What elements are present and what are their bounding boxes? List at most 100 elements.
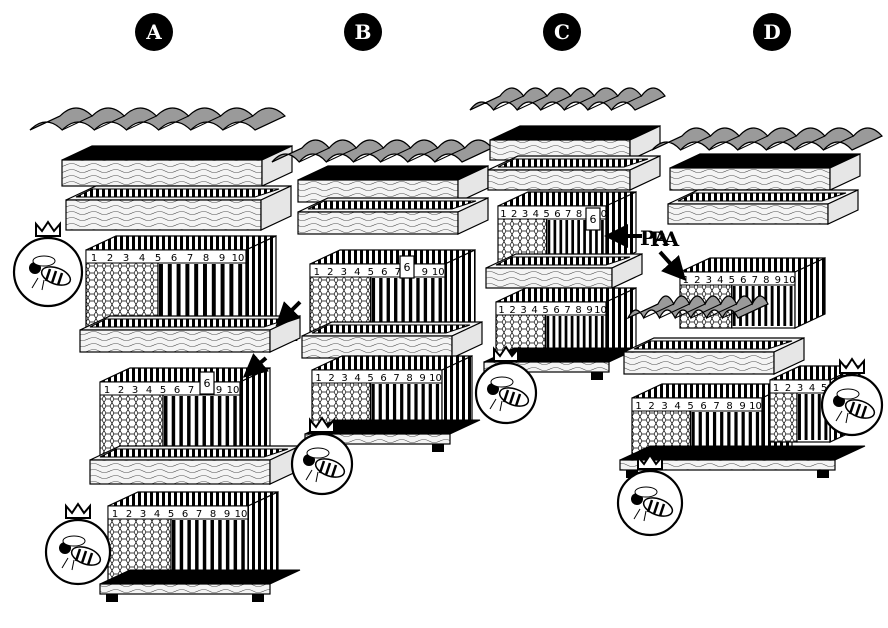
frame-number: 10 xyxy=(227,385,240,396)
frame-number: 4 xyxy=(354,373,360,384)
queen-marker-d-left xyxy=(616,453,684,537)
lifted-frame-number: 6 xyxy=(404,261,411,274)
frame-number: 10 xyxy=(594,305,607,316)
pa-arrow-a-down xyxy=(242,353,269,378)
frame-number: 7 xyxy=(188,385,194,396)
frame-number: 9 xyxy=(739,401,745,412)
frame-number: 5 xyxy=(821,383,827,394)
frame-number: 9 xyxy=(422,267,428,278)
frame-number: 1 xyxy=(314,267,320,278)
roof-a xyxy=(29,107,287,131)
feeder-board-a xyxy=(65,185,292,231)
frame-number: 5 xyxy=(368,267,374,278)
inner-cover-c xyxy=(489,125,661,161)
feeder-board-b xyxy=(297,197,489,235)
frame-number: 7 xyxy=(187,253,193,264)
crown-icon xyxy=(839,357,865,374)
frame-number: 8 xyxy=(726,401,732,412)
frame-number: 7 xyxy=(393,373,399,384)
frame-number: 10 xyxy=(749,401,762,412)
pa-arrow-a-up xyxy=(275,300,302,327)
frame-number: 6 xyxy=(700,401,706,412)
panel-badge-d: D xyxy=(753,13,791,51)
feeder-board-c xyxy=(487,155,661,191)
stand-d xyxy=(619,445,866,478)
divider-board-d xyxy=(623,337,805,375)
frame-number: 2 xyxy=(785,383,791,394)
frame-number: 2 xyxy=(118,385,124,396)
panel-badge-b: B xyxy=(344,13,382,51)
divider-board-b xyxy=(301,321,483,359)
queen-bee-icon xyxy=(29,255,72,291)
frame-number: 4 xyxy=(717,275,723,286)
frame-number: 6 xyxy=(171,253,177,264)
crown-icon xyxy=(493,345,519,362)
frame-number: 9 xyxy=(216,385,222,396)
queen-marker-d-right xyxy=(820,357,884,437)
frame-number: 4 xyxy=(533,209,539,220)
lifted-frame: 6 xyxy=(585,207,601,231)
frame-number: 2 xyxy=(328,373,334,384)
frame-number: 1 xyxy=(91,253,97,264)
pa-arrow-d xyxy=(658,250,687,281)
lifted-frame: 6 xyxy=(199,371,215,395)
frame-number: 10 xyxy=(232,253,245,264)
frame-number: 9 xyxy=(775,275,781,286)
frame-number: 3 xyxy=(140,509,146,520)
pa-label-c: PA xyxy=(640,226,670,250)
inner-cover-a xyxy=(61,145,293,187)
frame-number: 3 xyxy=(522,209,528,220)
frame-number: 6 xyxy=(553,305,559,316)
feeder-board-d xyxy=(667,189,859,225)
frame-number: 5 xyxy=(168,509,174,520)
frame-number: 5 xyxy=(543,209,549,220)
frame-number: 7 xyxy=(713,401,719,412)
stand-a xyxy=(99,569,301,602)
queen-marker-c xyxy=(474,345,538,425)
panel-badge-c: C xyxy=(543,13,581,51)
roof-b xyxy=(271,139,493,163)
frame-number: 6 xyxy=(182,509,188,520)
frame-number: 1 xyxy=(498,305,504,316)
queen-marker-b xyxy=(290,416,354,496)
frame-number: 4 xyxy=(531,305,537,316)
frame-number: 1 xyxy=(315,373,321,384)
frame-number: 1 xyxy=(104,385,110,396)
frame-number: 1 xyxy=(773,383,779,394)
frame-number: 5 xyxy=(367,373,373,384)
frame-number: 4 xyxy=(154,509,160,520)
crown-icon xyxy=(309,416,335,433)
frame-number: 6 xyxy=(740,275,746,286)
frame-number: 2 xyxy=(126,509,132,520)
frame-number: 3 xyxy=(132,385,138,396)
frame-number: 3 xyxy=(341,267,347,278)
frame-number: 10 xyxy=(432,267,445,278)
inner-cover-d xyxy=(669,153,861,191)
queen-marker-a-top xyxy=(12,220,84,308)
frame-number: 4 xyxy=(809,383,815,394)
frame-number: 8 xyxy=(576,209,582,220)
frame-number: 5 xyxy=(542,305,548,316)
frame-number: 4 xyxy=(146,385,152,396)
roof-d-side xyxy=(626,295,769,320)
pa-label-d: PA xyxy=(650,227,680,251)
frame-number: 6 xyxy=(381,267,387,278)
frame-number: 5 xyxy=(155,253,161,264)
frame-number: 2 xyxy=(509,305,515,316)
crown-icon xyxy=(65,502,91,519)
frame-number: 7 xyxy=(395,267,401,278)
queen-bee-icon xyxy=(303,447,346,483)
frame-number: 8 xyxy=(575,305,581,316)
roof-d xyxy=(651,127,883,151)
frame-number: 8 xyxy=(763,275,769,286)
frame-number: 7 xyxy=(564,305,570,316)
frame-number: 9 xyxy=(586,305,592,316)
roof-c xyxy=(469,87,666,112)
frame-number: 1 xyxy=(683,275,689,286)
frame-number: 2 xyxy=(511,209,517,220)
frame-number: 4 xyxy=(354,267,360,278)
